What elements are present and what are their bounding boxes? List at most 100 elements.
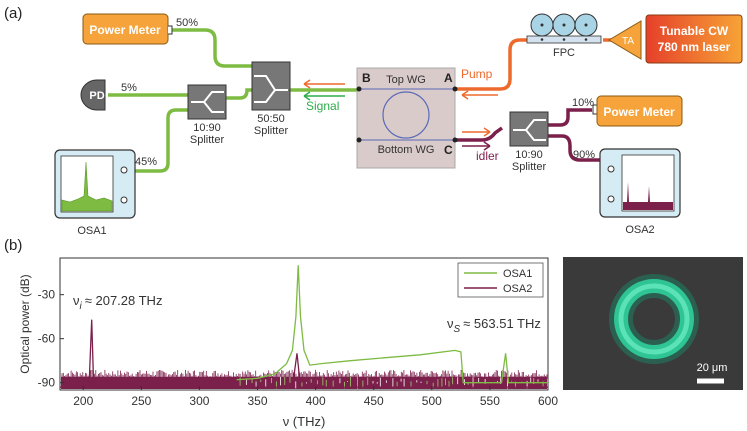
signal-freq-annotation: νS≈ 563.51 THz (447, 316, 541, 335)
series-line-osa2 (60, 319, 548, 388)
fiber-pm-top (172, 28, 252, 68)
pct-osa1: 45% (135, 156, 157, 168)
pump-arrow-left (303, 79, 345, 89)
x-tick-label: 250 (131, 394, 151, 408)
fiber-splitter-link (226, 88, 252, 100)
laser-box (645, 14, 743, 64)
panel-a-label: (a) (4, 5, 22, 22)
x-tick-label: 450 (364, 394, 384, 408)
y-tick-label: -90 (38, 376, 56, 390)
port-b-dot (356, 86, 362, 92)
splitter-5050-symbol (254, 75, 288, 103)
splitter-1090-right-ratio: 10:90 (515, 149, 543, 161)
x-tick-label: 300 (189, 394, 209, 408)
signal-label: Signal (306, 99, 339, 113)
splitter-1090-right-symbol (513, 119, 546, 141)
top-wg-label: Top WG (386, 74, 426, 86)
laser-line2: 780 nm laser (658, 40, 731, 54)
y-axis-ticks: -90 -60 -30 (38, 288, 64, 390)
fpc-plate-dot-2 (562, 38, 566, 41)
chip (356, 67, 456, 169)
port-c-dot (452, 137, 458, 143)
splitter-1090-left-ratio: 10:90 (193, 122, 221, 134)
panel-b-label: (b) (4, 237, 22, 254)
x-tick-label: 600 (538, 394, 558, 408)
legend-osa1-label: OSA1 (503, 268, 532, 280)
y-tick-label: -60 (38, 332, 56, 346)
osa1-knob-1 (120, 166, 128, 174)
fpc-plate-dot-3 (584, 38, 588, 41)
fiber-lines (108, 28, 630, 173)
port-b-label: B (362, 71, 371, 85)
power-meter-right-port (592, 104, 597, 115)
fpc-label: FPC (553, 47, 575, 59)
pump-arrow-out (462, 127, 491, 137)
scale-bar-label: 20 μm (697, 362, 728, 374)
splitter-5050-label: Splitter (254, 125, 289, 137)
osa2-screen (621, 154, 675, 212)
idler-freq-annotation: νi≈ 207.28 THz (73, 293, 162, 312)
legend-box (457, 262, 544, 298)
noise-band (61, 376, 547, 389)
idler-label: idler (476, 149, 499, 163)
plot-series (60, 265, 548, 388)
x-tick-label: 400 (306, 394, 326, 408)
fpc-dot-3 (584, 23, 588, 27)
fiber-osa1 (133, 108, 188, 173)
power-meter-top-label: Power Meter (89, 23, 161, 37)
port-a-label: A (444, 71, 453, 85)
x-tick-label: 500 (422, 394, 442, 408)
pct-pd: 5% (121, 82, 137, 94)
pd-label: PD (89, 90, 104, 102)
splitter-1090-right-label: Splitter (512, 161, 547, 173)
splitter-5050-ratio: 50:50 (257, 113, 285, 125)
x-axis-label: ν (THz) (283, 414, 326, 429)
x-tick-label: 350 (248, 394, 268, 408)
fiber-pm-right (548, 108, 592, 127)
pump-arrow-in (461, 90, 498, 100)
osa2-knob-1 (607, 165, 615, 173)
y-axis-label: Optical power (dB) (18, 274, 32, 373)
port-d-dot (356, 137, 362, 143)
osa-noise-floor (61, 369, 548, 389)
port-c-label: C (444, 143, 453, 157)
y-tick-label: -30 (38, 288, 56, 302)
legend-osa2-label: OSA2 (503, 283, 532, 295)
fpc-plate-dot-1 (540, 38, 544, 41)
fiber-osa2 (548, 134, 600, 162)
power-meter-right-label: Power Meter (603, 105, 675, 119)
pct-osa2: 90% (573, 149, 595, 161)
fpc-dot-2 (562, 23, 566, 27)
x-axis-ticks: 200 250 300 350 400 450 500 550 600 (73, 386, 558, 408)
fpc-dot-1 (540, 23, 544, 27)
pct-pm-right: 10% (572, 97, 594, 109)
series-line-osa1 (236, 265, 548, 384)
osa2-knob-2 (607, 195, 615, 203)
idler-arrow (462, 141, 491, 151)
pump-label: Pump (461, 67, 493, 81)
signal-arrow (303, 91, 345, 101)
laser-line1: Tunable CW (660, 24, 729, 38)
port-a-dot (452, 86, 458, 92)
microring (382, 91, 430, 139)
power-meter-right (596, 95, 683, 127)
power-meter-top-port (168, 25, 173, 35)
pct-pm-top: 50% (176, 17, 198, 29)
ta-amplifier (608, 20, 642, 60)
splitter-1090-left-symbol (191, 91, 224, 113)
splitter-1090-left-label: Splitter (190, 134, 225, 146)
ring-glow (609, 274, 699, 364)
fiber-idler (455, 126, 504, 142)
x-tick-label: 550 (480, 394, 500, 408)
osa1-label: OSA1 (77, 225, 106, 237)
ta-label: TA (622, 36, 634, 47)
bottom-wg-label: Bottom WG (378, 144, 435, 156)
osa1-knob-2 (120, 196, 128, 204)
pd-detector (80, 79, 106, 111)
fiber-pump (455, 38, 527, 91)
osa2-label: OSA2 (625, 224, 654, 236)
x-tick-label: 200 (73, 394, 93, 408)
osa2-trace (623, 182, 673, 210)
osa1-trace (61, 161, 113, 212)
